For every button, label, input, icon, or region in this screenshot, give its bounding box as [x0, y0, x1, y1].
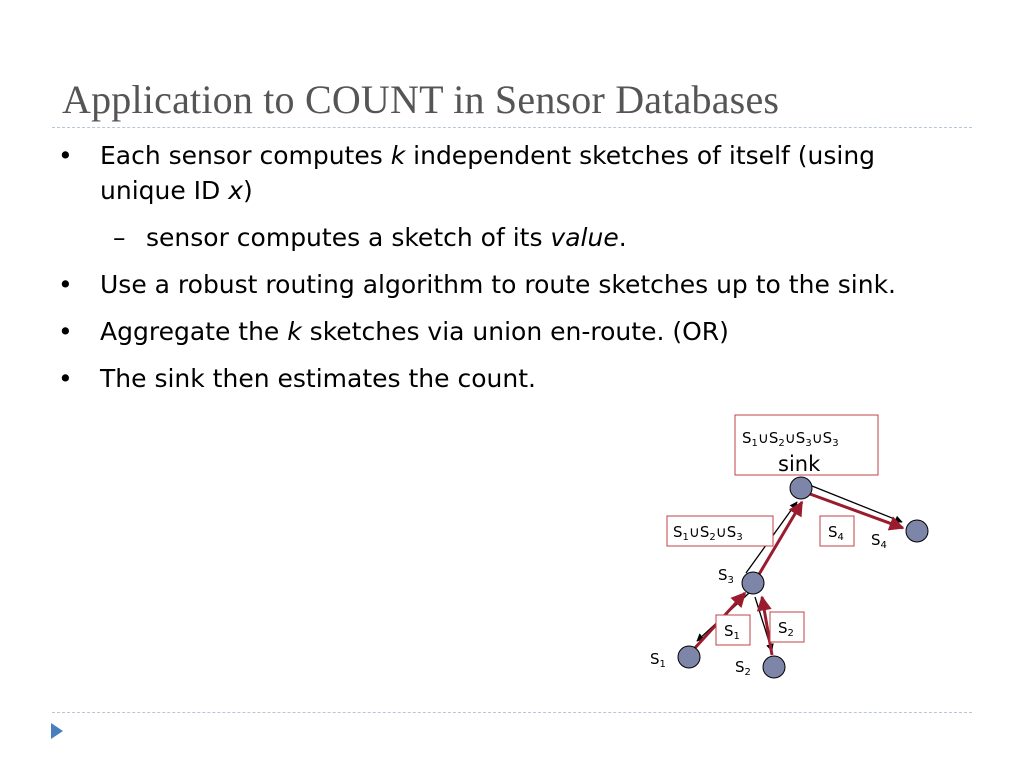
s1-box-label: S1 [724, 622, 740, 642]
slide-title: Application to COUNT in Sensor Databases [62, 77, 780, 122]
sub-bullet-item: – sensor computes a sketch of its value. [58, 220, 958, 255]
sub-bullet-italic-value: value [550, 223, 619, 252]
footer-divider [52, 712, 972, 713]
bullet-text: independent sketches of itself (using un… [100, 141, 876, 205]
play-triangle-icon [51, 723, 63, 739]
node-s4-label: S4 [871, 531, 887, 551]
bullet-icon: • [58, 364, 73, 393]
bullet-icon: • [58, 317, 73, 346]
bullet-text: sketches via union en-route. (OR) [301, 317, 729, 346]
bullet-item: • The sink then estimates the count. [58, 361, 958, 396]
bullet-text: ) [243, 176, 253, 205]
node-s3-label: S3 [718, 566, 734, 586]
arrow-s2-to-s3-red [756, 595, 774, 656]
bullet-italic-x: x [228, 176, 244, 205]
node-s2 [762, 655, 786, 679]
node-s1-label: S1 [650, 650, 666, 670]
bullet-text: Use a robust routing algorithm to route … [100, 270, 897, 299]
s1-sketch-box [715, 614, 751, 646]
node-s2-label: S2 [735, 658, 751, 678]
bullet-item: • Use a robust routing algorithm to rout… [58, 267, 958, 302]
dash-icon: – [113, 223, 126, 252]
node-sink [789, 476, 813, 500]
node-s4 [905, 519, 929, 543]
s3-sketch-box [666, 515, 774, 547]
arrow-s3-to-sink-red [756, 500, 804, 577]
sink-sketch-box [734, 414, 879, 476]
bullet-italic-k: k [390, 141, 406, 170]
bullet-italic-k: k [287, 317, 302, 346]
arrow-sink-to-s4-black [811, 485, 903, 524]
bullet-text: Each sensor computes [100, 141, 391, 170]
s2-sketch-box [769, 611, 805, 643]
s4-box-label: S4 [828, 523, 844, 543]
s4-sketch-box [819, 515, 855, 547]
bullet-icon: • [58, 270, 73, 299]
node-s1 [677, 645, 701, 669]
bullet-item: • Aggregate the k sketches via union en-… [58, 314, 958, 349]
title-divider [52, 127, 972, 128]
sink-label: sink [778, 452, 821, 476]
s2-box-label: S2 [778, 619, 794, 639]
s3-box-label: S1∪S2∪S3 [673, 523, 743, 543]
sub-bullet-text: sensor computes a sketch of its [146, 223, 551, 252]
sub-bullet-text: . [618, 223, 627, 252]
bullet-text: Aggregate the [100, 317, 288, 346]
bullet-item: • Each sensor computes k independent ske… [58, 138, 958, 208]
bullet-icon: • [58, 141, 73, 170]
slide-body: • Each sensor computes k independent ske… [58, 138, 958, 408]
node-s3 [741, 571, 765, 595]
sink-box-label: S1∪S2∪S3∪S3 [742, 429, 839, 449]
arrow-sink-to-s4-red [809, 492, 905, 531]
bullet-text: The sink then estimates the count. [100, 364, 536, 393]
